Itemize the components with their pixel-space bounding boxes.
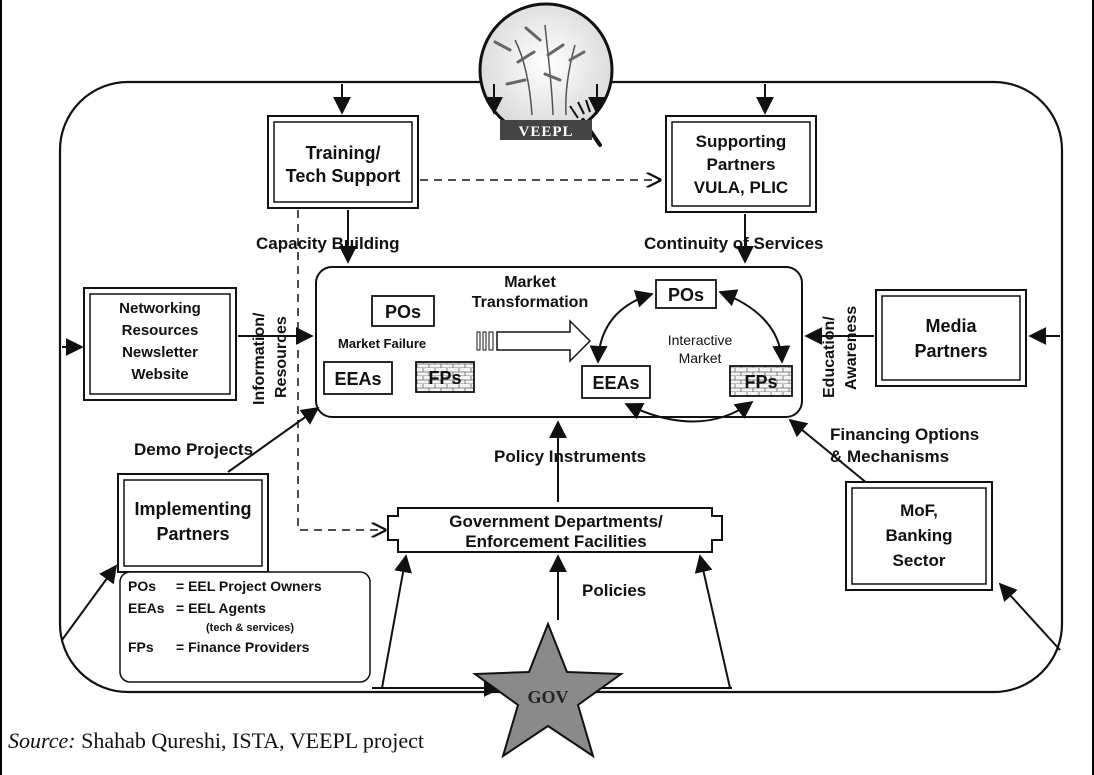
eeas-node-interactive: EEAs bbox=[581, 365, 651, 399]
government-box: Government Departments/ Enforcement Faci… bbox=[387, 507, 723, 553]
supporting-line1: Supporting bbox=[696, 132, 787, 151]
implementing-line1: Implementing bbox=[134, 499, 251, 519]
logo-text: VEEPL bbox=[518, 124, 573, 140]
financing-line1: Financing Options bbox=[830, 425, 979, 444]
networking-box: Networking Resources Newsletter Website bbox=[83, 287, 237, 401]
networking-line3: Newsletter bbox=[122, 344, 198, 361]
media-partners-box: Media Partners bbox=[875, 289, 1027, 387]
financing-line2: & Mechanisms bbox=[830, 447, 949, 466]
svg-text:EEAs: EEAs bbox=[592, 373, 639, 393]
svg-text:FPs: FPs bbox=[744, 372, 777, 392]
implementing-partners-box: Implementing Partners bbox=[117, 473, 269, 573]
source-text: Shahab Qureshi, ISTA, VEEPL project bbox=[75, 728, 424, 753]
legend-fps-def: = Finance Providers bbox=[176, 639, 310, 655]
networking-line2: Resources bbox=[122, 322, 199, 339]
information-label-line1: Information/ bbox=[251, 312, 268, 405]
government-line2: Enforcement Facilities bbox=[465, 532, 646, 551]
mof-line1: MoF, bbox=[900, 501, 938, 520]
networking-line4: Website bbox=[131, 366, 188, 383]
policies-label: Policies bbox=[582, 581, 646, 600]
svg-text:POs: POs bbox=[385, 302, 421, 322]
implementing-line2: Partners bbox=[156, 524, 229, 544]
veepl-logo: VEEPL bbox=[478, 2, 614, 147]
source-caption: Source: Shahab Qureshi, ISTA, VEEPL proj… bbox=[8, 728, 424, 754]
media-line2: Partners bbox=[914, 341, 987, 361]
transformation-arrow bbox=[476, 319, 592, 363]
government-line1: Government Departments/ bbox=[449, 512, 663, 531]
networking-line1: Networking bbox=[119, 300, 201, 317]
demo-projects-label: Demo Projects bbox=[134, 440, 253, 459]
supporting-line3: VULA, PLIC bbox=[694, 178, 788, 197]
fps-node-interactive: FPs bbox=[729, 365, 793, 397]
legend-fps-abbr: FPs bbox=[128, 639, 154, 655]
policy-instruments-label: Policy Instruments bbox=[494, 447, 646, 466]
legend-pos-def: = EEL Project Owners bbox=[176, 578, 322, 594]
education-label-line2: Awareness bbox=[843, 306, 860, 390]
legend-eeas-def: = EEL Agents bbox=[176, 600, 266, 616]
training-line1: Training/ bbox=[305, 143, 380, 163]
source-prefix: Source: bbox=[8, 728, 76, 753]
market-transformation-line1: Market bbox=[504, 274, 556, 291]
interactive-line2: Market bbox=[679, 350, 722, 366]
mof-line2: Banking bbox=[885, 526, 952, 545]
mof-line3: Sector bbox=[893, 551, 946, 570]
legend-eeas-abbr: EEAs bbox=[128, 600, 165, 616]
legend-eeas-note: (tech & services) bbox=[206, 622, 294, 634]
legend-pos-abbr: POs bbox=[128, 578, 156, 594]
pos-node-interactive: POs bbox=[655, 279, 717, 309]
pos-node-failure: POs bbox=[371, 295, 435, 327]
gov-star: GOV bbox=[472, 621, 624, 759]
training-box: Training/ Tech Support bbox=[267, 115, 419, 209]
supporting-line2: Partners bbox=[707, 155, 776, 174]
supporting-partners-box: Supporting Partners VULA, PLIC bbox=[665, 115, 817, 213]
market-failure-label: Market Failure bbox=[338, 336, 426, 351]
svg-text:FPs: FPs bbox=[428, 368, 461, 388]
fps-node-failure: FPs bbox=[415, 361, 475, 393]
eeas-node-failure: EEAs bbox=[323, 361, 393, 395]
interactive-line1: Interactive bbox=[668, 332, 733, 348]
media-line1: Media bbox=[925, 316, 977, 336]
mof-banking-box: MoF, Banking Sector bbox=[845, 481, 993, 591]
gov-label: GOV bbox=[527, 687, 568, 707]
education-label-line1: Education/ bbox=[821, 316, 838, 398]
information-label-line2: Resources bbox=[273, 316, 290, 398]
training-line2: Tech Support bbox=[286, 166, 401, 186]
svg-text:EEAs: EEAs bbox=[334, 369, 381, 389]
legend-box: POs = EEL Project Owners EEAs = EEL Agen… bbox=[119, 571, 371, 683]
svg-text:POs: POs bbox=[668, 285, 704, 305]
continuity-of-services-label: Continuity of Services bbox=[644, 234, 823, 253]
capacity-building-label: Capacity Building bbox=[256, 234, 400, 253]
market-transformation-line2: Transformation bbox=[472, 294, 588, 311]
